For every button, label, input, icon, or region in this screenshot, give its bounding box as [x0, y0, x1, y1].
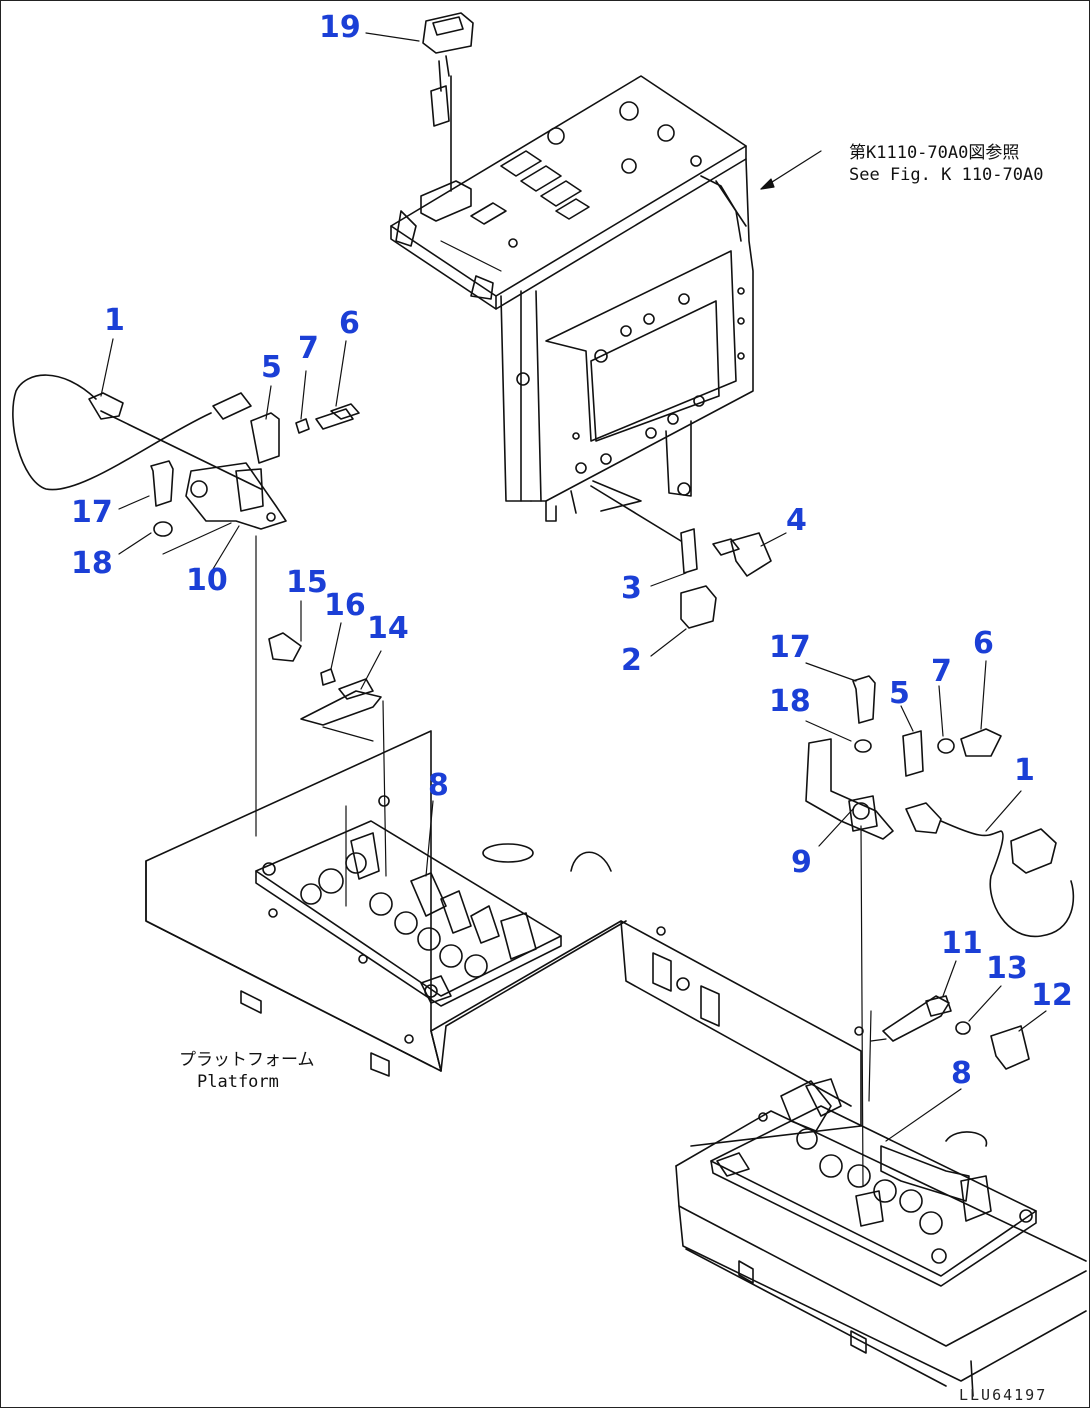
callout-leader-lines: [100, 32, 1047, 1142]
callout-14: 14: [367, 611, 409, 646]
callout-19: 19: [319, 10, 361, 45]
console-bracket-assembly: [390, 75, 754, 522]
callout-18-left: 18: [71, 546, 113, 581]
right-plate-11-and-fasteners: [882, 995, 1030, 1070]
callout-15: 15: [286, 565, 328, 600]
right-platform: [675, 1026, 1087, 1397]
assembly-reference-lines: [255, 240, 887, 1187]
callout-7-right: 7: [931, 654, 952, 689]
callout-8-right: 8: [951, 1056, 972, 1091]
callout-6-right: 6: [973, 626, 994, 661]
callout-3: 3: [621, 571, 642, 606]
right-sensor-assembly: [805, 675, 1075, 938]
callout-1-right: 1: [1014, 753, 1035, 788]
callout-16: 16: [324, 588, 366, 623]
callout-17-right: 17: [769, 630, 811, 665]
left-platform: [145, 730, 862, 1147]
callout-11: 11: [941, 926, 983, 961]
left-sensor-assembly: [12, 374, 360, 537]
callout-1-left: 1: [104, 303, 125, 338]
callout-2: 2: [621, 643, 642, 678]
reference-note-japanese: 第K1110-70A0図参照: [849, 143, 1020, 163]
platform-label-english: Platform: [197, 1072, 279, 1092]
callout-5-right: 5: [889, 676, 910, 711]
left-plate-14-and-fasteners: [268, 632, 382, 726]
parts-2-3-4: [590, 485, 772, 629]
callout-8-left: 8: [428, 768, 449, 803]
callout-18-right: 18: [769, 684, 811, 719]
callout-9: 9: [791, 845, 812, 880]
callout-17-left: 17: [71, 495, 113, 530]
platform-label-japanese: プラットフォーム: [179, 1050, 315, 1070]
callout-12: 12: [1031, 978, 1073, 1013]
callout-7-left: 7: [298, 331, 319, 366]
callout-13: 13: [986, 951, 1028, 986]
figure-id: LLU64197: [959, 1386, 1048, 1404]
part-19-switch: [420, 12, 474, 222]
callout-5-left: 5: [261, 350, 282, 385]
callout-6-left: 6: [339, 306, 360, 341]
reference-note-english: See Fig. K 110-70A0: [849, 165, 1044, 185]
callout-10: 10: [186, 563, 228, 598]
callout-4: 4: [786, 503, 807, 538]
